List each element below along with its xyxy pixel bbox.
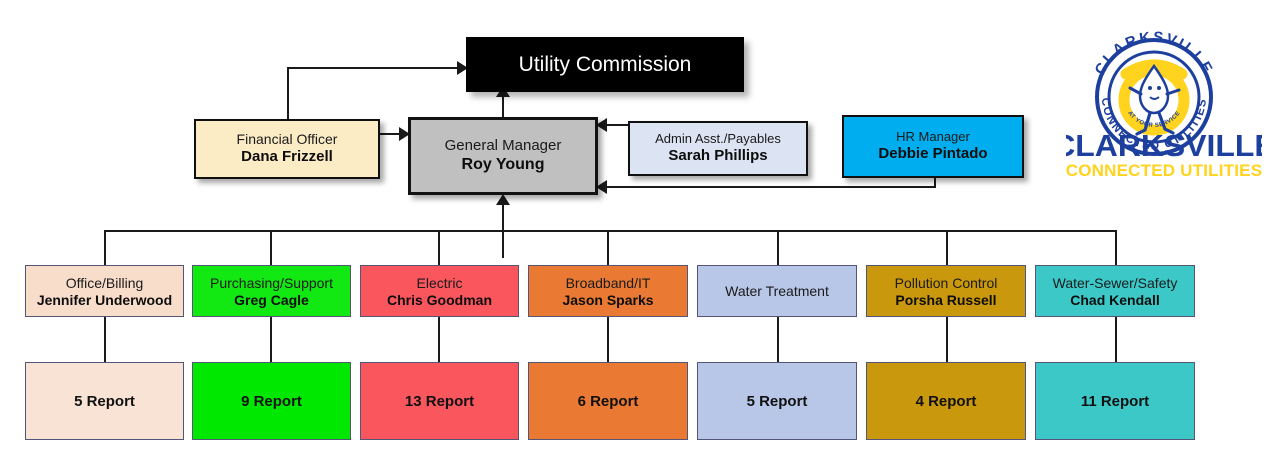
dept-head-water-treatment[interactable]: Water Treatment [697, 265, 857, 317]
hr-manager-person: Debbie Pintado [878, 144, 988, 162]
dept-person-broadband-it: Jason Sparks [562, 291, 654, 308]
connector-drop-broadband-it [607, 230, 609, 266]
dept-count-office-billing[interactable]: 5 Report [25, 362, 184, 440]
dept-head-water-sewer-safety[interactable]: Water-Sewer/Safety Chad Kendall [1035, 265, 1195, 317]
dept-reports-pollution-control: 4 Report [915, 392, 977, 410]
utility-commission-title: Utility Commission [518, 52, 692, 76]
node-utility-commission[interactable]: Utility Commission [466, 37, 744, 92]
dept-title-office-billing: Office/Billing [65, 274, 144, 291]
dept-title-electric: Electric [416, 274, 463, 291]
droplet-mascot-leg-right [1157, 111, 1175, 135]
droplet-mascot-eye-right [1157, 86, 1161, 90]
connector-drop-purchasing-support [270, 230, 272, 266]
droplet-mascot-leg-left [1135, 111, 1152, 136]
connector-head-to-count-electric [438, 317, 440, 363]
droplet-mascot-arm-left [1128, 86, 1143, 96]
dept-head-purchasing-support[interactable]: Purchasing/Support Greg Cagle [192, 265, 351, 317]
connector-hr-to-gm [606, 186, 936, 188]
general-manager-title: General Manager [444, 137, 562, 155]
dept-title-pollution-control: Pollution Control [894, 274, 998, 291]
dept-person-water-sewer-safety: Chad Kendall [1070, 291, 1160, 308]
arrowhead-to-general-manager-left [399, 127, 410, 141]
arrowhead-to-general-manager-bottom [496, 194, 510, 205]
connector-drop-water-sewer-safety [1115, 230, 1117, 266]
arrowhead-gm-right-upper [596, 118, 607, 132]
dept-title-broadband-it: Broadband/IT [565, 274, 651, 291]
dept-reports-purchasing-support: 9 Report [241, 392, 302, 410]
dept-person-purchasing-support: Greg Cagle [234, 291, 309, 308]
dept-count-purchasing-support[interactable]: 9 Report [192, 362, 351, 440]
arrowhead-gm-right-lower [596, 180, 607, 194]
connector-head-to-count-water-treatment [777, 317, 779, 363]
dept-count-pollution-control[interactable]: 4 Report [866, 362, 1026, 440]
dept-title-purchasing-support: Purchasing/Support [210, 274, 333, 291]
connector-drop-office-billing [104, 230, 106, 266]
connector-head-to-count-purchasing-support [270, 317, 272, 363]
dept-reports-water-treatment: 5 Report [746, 392, 808, 410]
dept-reports-broadband-it: 6 Report [577, 392, 639, 410]
node-hr-manager[interactable]: HR Manager Debbie Pintado [842, 115, 1024, 178]
dept-person-office-billing: Jennifer Underwood [36, 291, 173, 308]
droplet-mascot-body [1138, 63, 1170, 115]
admin-assistant-title: Admin Asst./Payables [655, 131, 781, 147]
dept-reports-water-sewer-safety: 11 Report [1080, 392, 1150, 410]
droplet-mascot-arm-right [1165, 88, 1181, 96]
general-manager-person: Roy Young [461, 155, 545, 173]
connector-drop-water-treatment [777, 230, 779, 266]
admin-assistant-person: Sarah Phillips [668, 146, 768, 164]
connector-head-to-count-broadband-it [607, 317, 609, 363]
connector-head-to-count-office-billing [104, 317, 106, 363]
financial-officer-person: Dana Frizzell [241, 147, 333, 165]
connector-head-to-count-water-sewer-safety [1115, 317, 1117, 363]
dept-title-water-treatment: Water Treatment [725, 282, 829, 299]
dept-title-water-sewer-safety: Water-Sewer/Safety [1052, 274, 1178, 291]
department-bus-line [104, 230, 1116, 232]
logo-svg: CLARKSVILLE CONNECTED UTILITIES AT YOUR … [1052, 29, 1267, 180]
connector-gm-to-bus [502, 230, 504, 258]
connector-fo-to-gm [380, 133, 402, 135]
connector-admin-to-gm [606, 124, 630, 126]
dept-head-broadband-it[interactable]: Broadband/IT Jason Sparks [528, 265, 688, 317]
connector-drop-electric [438, 230, 440, 266]
node-admin-assistant-payables[interactable]: Admin Asst./Payables Sarah Phillips [628, 121, 808, 176]
dept-count-electric[interactable]: 13 Report [360, 362, 519, 440]
connector-gm-to-uc [502, 92, 504, 118]
connector-head-to-count-pollution-control [946, 317, 948, 363]
logo-wordmark-clarksville: CLARKSVILLE [1066, 128, 1262, 162]
dept-count-water-sewer-safety[interactable]: 11 Report [1035, 362, 1195, 440]
connector-bus-riser [502, 196, 504, 232]
droplet-mascot-smile [1149, 96, 1160, 100]
logo-wordmark-connected-utilities: CONNECTED UTILITIES [1066, 161, 1262, 180]
dept-count-water-treatment[interactable]: 5 Report [697, 362, 857, 440]
dept-reports-office-billing: 5 Report [74, 392, 135, 410]
connector-hr-drop [934, 178, 936, 188]
node-general-manager[interactable]: General Manager Roy Young [408, 117, 598, 195]
dept-reports-electric: 13 Report [404, 392, 475, 410]
dept-person-pollution-control: Porsha Russell [895, 291, 997, 308]
dept-count-broadband-it[interactable]: 6 Report [528, 362, 688, 440]
droplet-mascot-eye-left [1148, 86, 1152, 90]
clarksville-connected-utilities-logo: CLARKSVILLE CONNECTED UTILITIES AT YOUR … [1052, 4, 1267, 180]
node-financial-officer[interactable]: Financial Officer Dana Frizzell [194, 119, 380, 179]
hr-manager-title: HR Manager [896, 129, 970, 145]
dept-head-pollution-control[interactable]: Pollution Control Porsha Russell [866, 265, 1026, 317]
financial-officer-title: Financial Officer [236, 131, 338, 148]
dept-head-office-billing[interactable]: Office/Billing Jennifer Underwood [25, 265, 184, 317]
connector-drop-pollution-control [946, 230, 948, 266]
connector-fo-to-uc-vertical [287, 67, 289, 121]
arrowhead-to-utility-commission-left [457, 61, 468, 75]
dept-person-electric: Chris Goodman [386, 291, 492, 308]
connector-fo-to-uc-horizontal [287, 67, 459, 69]
dept-head-electric[interactable]: Electric Chris Goodman [360, 265, 519, 317]
